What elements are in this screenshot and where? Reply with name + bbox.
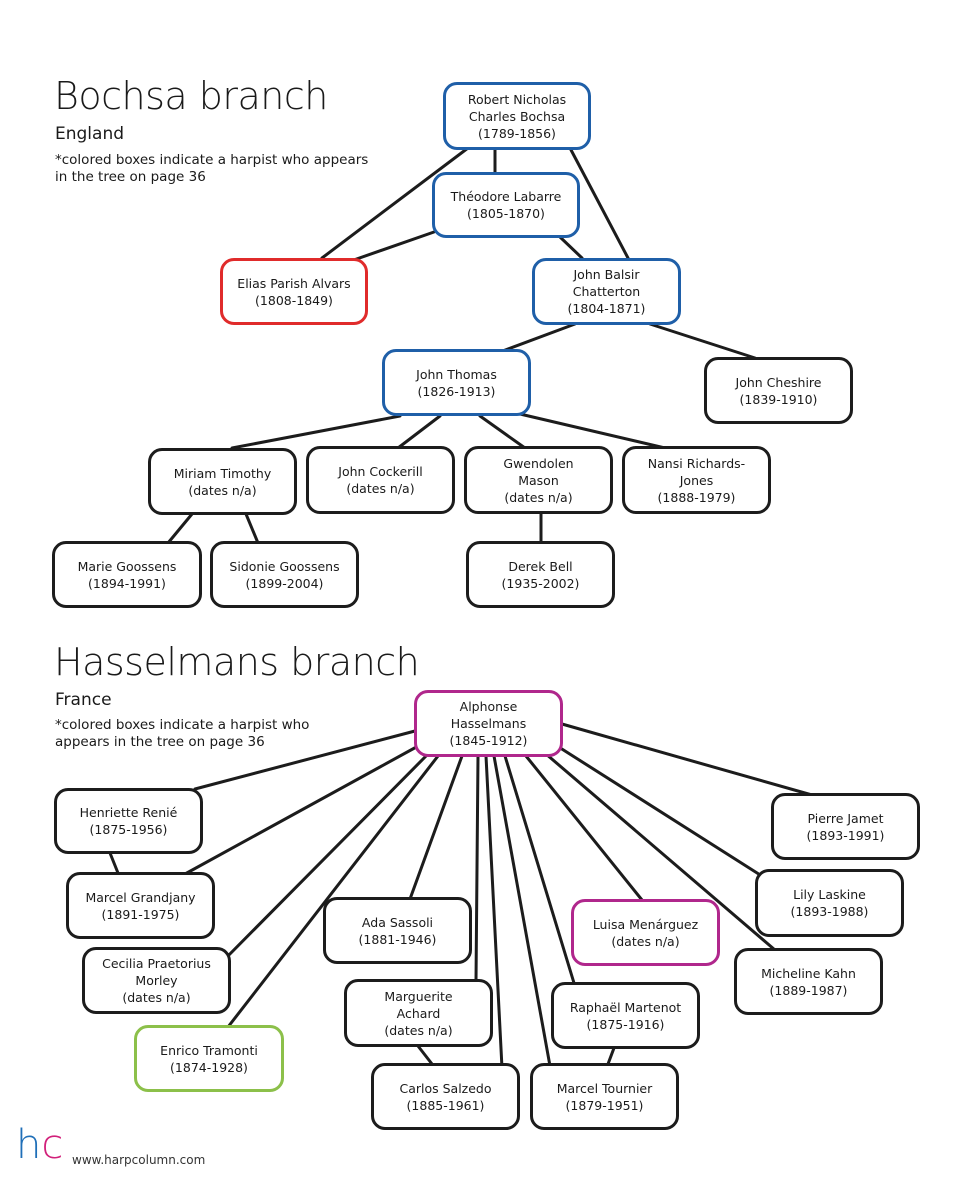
bochsa-branch-title: Bochsa branch (54, 74, 328, 118)
node-marie-goossens: Marie Goossens (1894-1991) (52, 541, 202, 608)
node-chatterton: John Balsir Chatterton (1804-1871) (532, 258, 681, 325)
node-cheshire: John Cheshire (1839-1910) (704, 357, 853, 424)
node-grandjany: Marcel Grandjany (1891-1975) (66, 872, 215, 939)
node-bochsa: Robert Nicholas Charles Bochsa (1789-185… (443, 82, 591, 150)
node-hasselmans-label: Alphonse Hasselmans (1845-1912) (449, 699, 528, 748)
node-martenot-label: Raphaël Martenot (1875-1916) (569, 999, 682, 1032)
edge-renie-grandjany (108, 851, 120, 875)
edge-hasselmans-achard (474, 754, 480, 983)
node-tramonti: Enrico Tramonti (1874-1928) (134, 1025, 284, 1092)
edge-chatterton-thomas (498, 322, 577, 354)
node-cockerill-label: John Cockerill (dates n/a) (338, 464, 423, 496)
node-salzedo-label: Carlos Salzedo (1885-1961) (399, 1080, 492, 1113)
edge-hasselmans-morley (220, 752, 430, 964)
node-alvars: Elias Parish Alvars (1808-1849) (220, 258, 368, 325)
node-jamet: Pierre Jamet (1893-1991) (771, 793, 920, 860)
node-menarguez-label: Luisa Menárguez (dates n/a) (592, 916, 699, 949)
node-sassoli-label: Ada Sassoli (1881-1946) (358, 914, 437, 947)
node-kahn: Micheline Kahn (1889-1987) (734, 948, 883, 1015)
hasselmans-branch-subtitle: France (55, 690, 112, 710)
node-tramonti-label: Enrico Tramonti (1874-1928) (160, 1042, 258, 1075)
bochsa-branch-subtitle: England (55, 124, 125, 144)
node-alvars-label: Elias Parish Alvars (1808-1849) (237, 275, 351, 308)
node-martenot: Raphaël Martenot (1875-1916) (551, 982, 700, 1049)
node-tournier: Marcel Tournier (1879-1951) (530, 1063, 679, 1130)
hasselmans-branch-title: Hasselmans branch (54, 640, 420, 684)
edge-labarre-alvars (346, 230, 436, 264)
node-renie-label: Henriette Renié (1875-1956) (79, 805, 178, 837)
edge-hasselmans-martenot (503, 754, 576, 985)
edge-martenot-tournier (606, 1046, 616, 1066)
edge-hasselmans-salzedo (484, 754, 504, 1070)
node-achard: Marguerite Achard (dates n/a) (344, 979, 493, 1047)
node-bochsa-label: Robert Nicholas Charles Bochsa (1789-185… (467, 91, 567, 141)
node-cheshire-label: John Cheshire (1839-1910) (735, 374, 822, 407)
harp-column-logo: hc (16, 1125, 63, 1165)
edge-hasselmans-tramonti (226, 754, 440, 1029)
edge-bochsa-chatterton (568, 146, 630, 260)
edge-hasselmans-tournier (492, 754, 552, 1068)
edge-hasselmans-sassoli (408, 754, 464, 901)
node-renie: Henriette Renié (1875-1956) (54, 788, 203, 854)
node-labarre: Théodore Labarre (1805-1870) (432, 172, 580, 238)
node-jamet-label: Pierre Jamet (1893-1991) (806, 810, 885, 843)
node-richards-label: Nansi Richards- Jones (1888-1979) (647, 455, 746, 505)
edge-hasselmans-menarguez (524, 754, 644, 902)
edge-achard-salzedo (416, 1044, 434, 1066)
edge-labarre-chatterton (558, 235, 584, 260)
node-labarre-label: Théodore Labarre (1805-1870) (450, 189, 562, 221)
edge-timothy-marie (166, 512, 194, 545)
node-achard-label: Marguerite Achard (dates n/a) (384, 988, 453, 1038)
node-mason: Gwendolen Mason (dates n/a) (464, 446, 613, 514)
node-laskine: Lily Laskine (1893-1988) (755, 869, 904, 937)
edge-thomas-richards (518, 412, 667, 450)
node-sidonie-goossens: Sidonie Goossens (1899-2004) (210, 541, 359, 608)
node-hasselmans: Alphonse Hasselmans (1845-1912) (414, 690, 563, 757)
node-sidonie-goossens-label: Sidonie Goossens (1899-2004) (229, 558, 340, 591)
node-kahn-label: Micheline Kahn (1889-1987) (761, 965, 856, 998)
node-grandjany-label: Marcel Grandjany (1891-1975) (85, 889, 196, 922)
node-richards: Nansi Richards- Jones (1888-1979) (622, 446, 771, 514)
node-chatterton-label: John Balsir Chatterton (1804-1871) (567, 267, 646, 316)
node-cockerill: John Cockerill (dates n/a) (306, 446, 455, 514)
node-mason-label: Gwendolen Mason (dates n/a) (503, 455, 574, 505)
node-timothy: Miriam Timothy (dates n/a) (148, 448, 297, 515)
edge-thomas-cockerill (396, 414, 442, 450)
node-timothy-label: Miriam Timothy (dates n/a) (173, 465, 272, 498)
node-morley: Cecilia Praetorius Morley (dates n/a) (82, 947, 231, 1014)
edge-bochsa-alvars (320, 146, 470, 260)
edge-hasselmans-jamet (560, 722, 814, 797)
node-salzedo: Carlos Salzedo (1885-1961) (371, 1063, 520, 1130)
edge-thomas-timothy (230, 414, 402, 450)
node-thomas-label: John Thomas (1826-1913) (416, 366, 497, 399)
website-url: www.harpcolumn.com (72, 1153, 206, 1167)
edge-hasselmans-renie (193, 729, 417, 791)
node-bell: Derek Bell (1935-2002) (466, 541, 615, 608)
node-morley-label: Cecilia Praetorius Morley (dates n/a) (102, 956, 211, 1005)
node-thomas: John Thomas (1826-1913) (382, 349, 531, 416)
edge-hasselmans-laskine (552, 742, 767, 880)
edge-hasselmans-kahn (544, 752, 777, 952)
node-bell-label: Derek Bell (1935-2002) (501, 558, 580, 591)
node-marie-goossens-label: Marie Goossens (1894-1991) (77, 558, 177, 591)
logo-c: c (41, 1122, 64, 1168)
node-tournier-label: Marcel Tournier (1879-1951) (556, 1080, 653, 1113)
edge-chatterton-cheshire (648, 322, 757, 360)
edge-hasselmans-grandjany (183, 743, 422, 876)
node-sassoli: Ada Sassoli (1881-1946) (323, 897, 472, 964)
node-menarguez: Luisa Menárguez (dates n/a) (571, 899, 720, 966)
hasselmans-branch-note: *colored boxes indicate a harpist who ap… (55, 717, 310, 750)
edge-timothy-sidonie (244, 512, 260, 545)
edge-thomas-mason (478, 414, 527, 450)
node-laskine-label: Lily Laskine (1893-1988) (790, 887, 869, 919)
logo-h: h (16, 1122, 42, 1168)
bochsa-branch-note: *colored boxes indicate a harpist who ap… (55, 152, 369, 185)
